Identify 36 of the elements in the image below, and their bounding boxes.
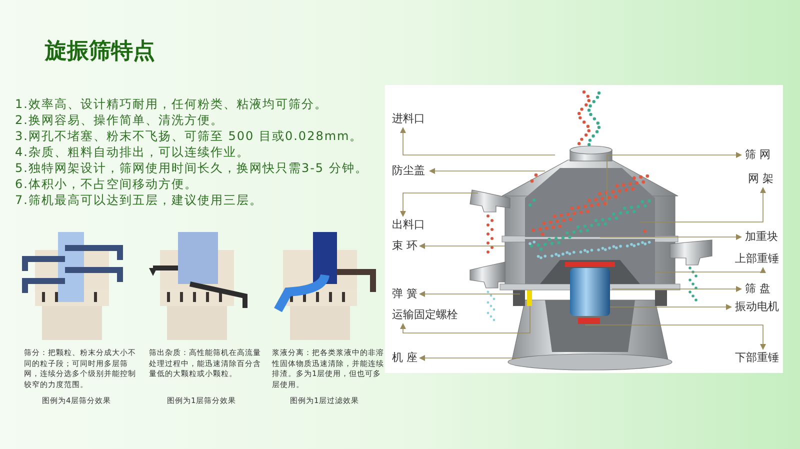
leader-line	[419, 243, 506, 249]
leader-line	[610, 304, 732, 310]
part-label: 机 座	[392, 351, 418, 365]
feature-item: 6.体积小，不占空间移动方便。	[15, 177, 198, 192]
leader-line	[419, 291, 520, 297]
part-label: 弹 簧	[392, 287, 418, 301]
leader-line	[400, 192, 478, 217]
part-label: 上部重锤	[735, 252, 779, 266]
part-label: 振动电机	[735, 300, 779, 314]
leader-line	[429, 168, 546, 174]
leader-line	[640, 187, 766, 222]
leader-line	[419, 355, 520, 361]
leader-line	[400, 306, 530, 334]
part-label: 运输固定螺栓	[392, 308, 458, 322]
part-label: 网 架	[748, 172, 774, 186]
part-label: 束 环	[392, 239, 418, 253]
part-label: 下部重锤	[735, 351, 779, 365]
part-label: 加重块	[745, 230, 778, 244]
feature-item: 4.杂质、粗料自动排出，可以连续作业。	[15, 145, 250, 160]
feature-item: 7.筛机最高可以达到五层，建议使用三层。	[15, 193, 264, 208]
leader-line	[612, 286, 742, 292]
feature-item: 2.换网容易、操作简单、清洗方便。	[15, 113, 224, 128]
feature-item: 3.网孔不堵塞、粉末不飞扬、可筛至 500 目或0.028mm。	[15, 129, 364, 144]
leader-line	[400, 127, 556, 156]
part-label: 筛 网	[745, 148, 770, 162]
slide-title: 旋振筛特点	[45, 38, 155, 66]
leader-line	[606, 152, 742, 206]
leader-line	[600, 234, 742, 240]
part-label: 筛 盘	[745, 282, 770, 296]
part-label: 出料口	[392, 218, 425, 232]
feature-item: 5.独特网架设计，筛网使用时间长久，换网快只需3-5 分钟。	[15, 161, 369, 176]
leader-line	[654, 267, 766, 273]
leader-line	[584, 324, 766, 350]
part-label: 进料口	[392, 112, 425, 126]
part-label: 防尘盖	[392, 164, 425, 178]
feature-item: 1.效率高、设计精巧耐用，任何粉类、粘液均可筛分。	[15, 97, 328, 112]
